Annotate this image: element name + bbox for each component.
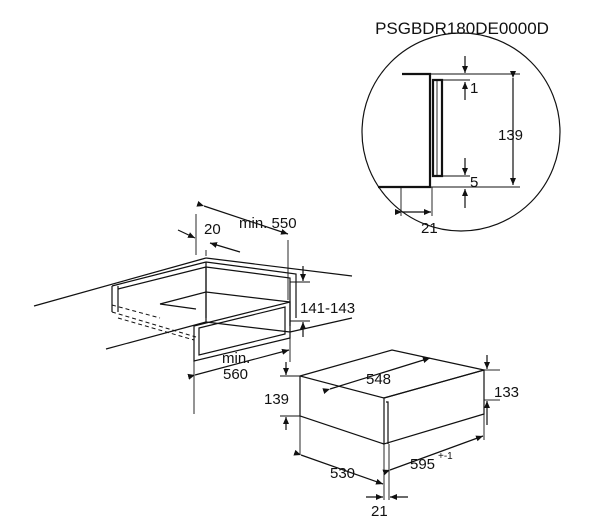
dim-drawer-width-line <box>322 357 431 394</box>
dim-drawer-depth-line <box>293 449 384 485</box>
dim-drawer-front-height: 133 <box>494 384 519 401</box>
detail-view: 1 139 5 21 <box>361 32 561 237</box>
detail-circle <box>361 32 561 232</box>
dim-drawer-offset: 21 <box>371 503 388 520</box>
dim-niche-width-line <box>187 348 290 380</box>
dim-drawer-width: 548 <box>366 371 391 388</box>
dim-drawer-height: 139 <box>264 391 289 408</box>
niche-view: min. 550 20 141-143 min. 560 <box>33 200 355 414</box>
dim-front-frame: 20 <box>204 221 221 238</box>
drawer-view: 548 133 139 530 595 +-1 21 <box>264 349 519 520</box>
detail-drawer-front <box>431 78 444 178</box>
drawer-top <box>297 349 485 399</box>
dim-niche-depth-line <box>196 200 289 235</box>
detail-cabinet-wall <box>378 72 432 189</box>
dim-niche-width-value: 560 <box>223 366 248 383</box>
dim-detail-offset: 21 <box>421 220 438 237</box>
dim-drawer-overall-width-tolerance: +-1 <box>438 451 453 462</box>
dim-top-gap: 1 <box>470 80 478 97</box>
dim-front-frame-arrow-1 <box>177 229 196 239</box>
dim-drawer-depth: 530 <box>330 465 355 482</box>
dim-niche-height: 141-143 <box>300 300 355 317</box>
dim-niche-depth: min. 550 <box>239 215 297 232</box>
dim-niche-width-label: min. <box>222 350 250 367</box>
dim-detail-height: 139 <box>498 127 523 144</box>
dim-front-frame-arrow-2 <box>209 242 241 253</box>
dim-bottom-gap: 5 <box>470 174 478 191</box>
drawer-front <box>383 369 485 445</box>
dim-drawer-overall-width: 595 <box>410 456 435 473</box>
model-code: PSGBDR180DE0000D <box>375 19 549 38</box>
dim-drawer-overall-width-line <box>382 435 484 476</box>
